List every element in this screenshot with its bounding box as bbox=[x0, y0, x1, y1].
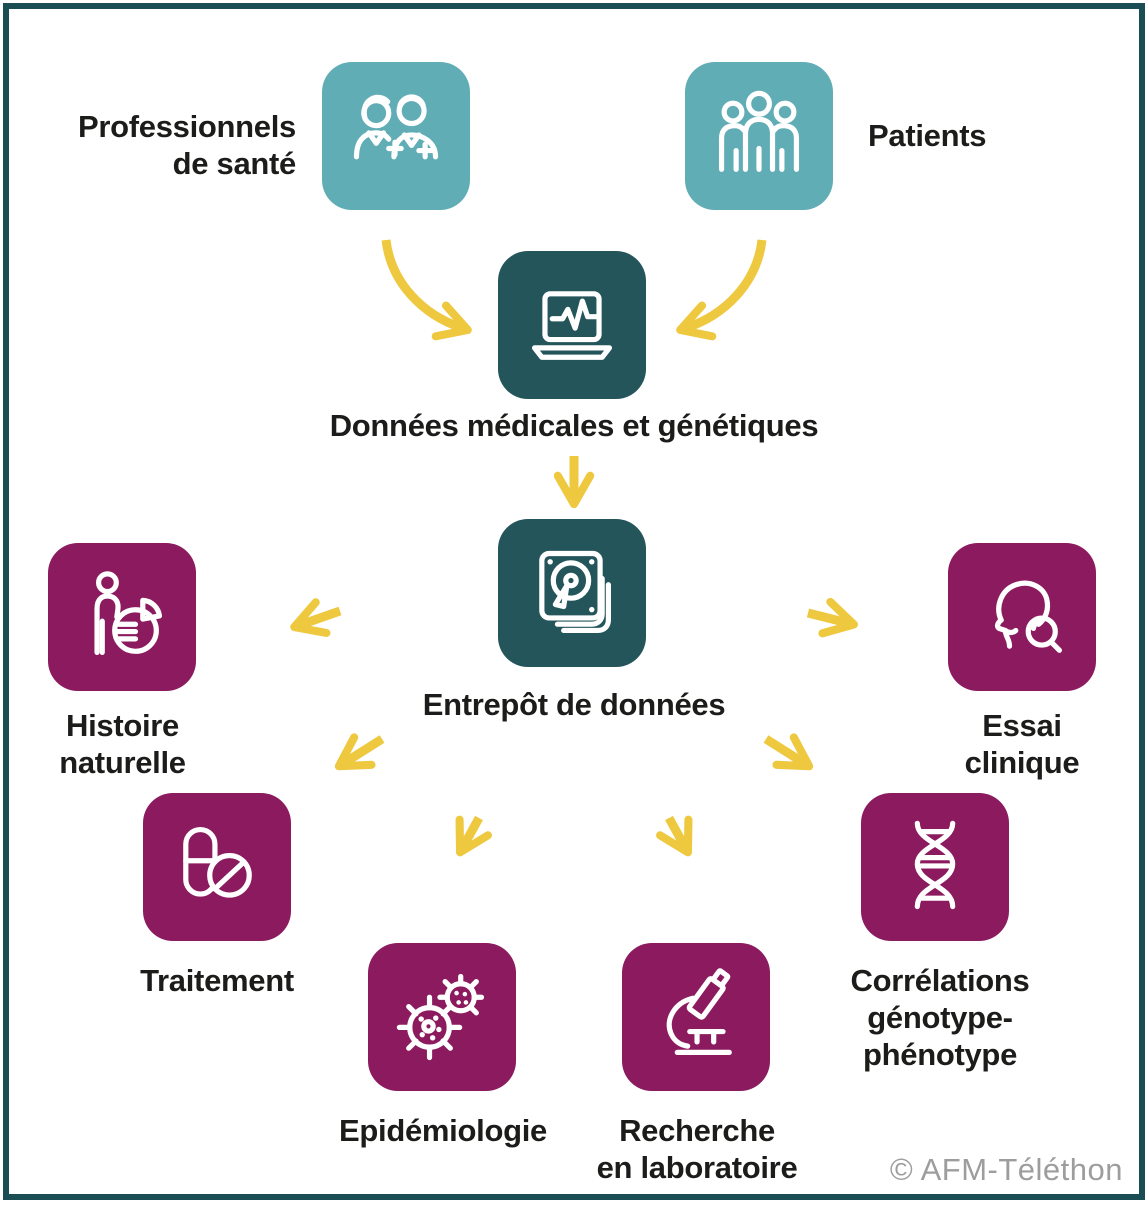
tile-histoire-naturelle bbox=[48, 543, 196, 691]
arrow-patients-to-data bbox=[676, 239, 767, 341]
dna-helix-icon bbox=[914, 820, 956, 910]
tile-traitement bbox=[143, 793, 291, 941]
label-line: clinique bbox=[964, 745, 1080, 780]
patients-group-icon bbox=[718, 90, 800, 172]
label-line: Epidémiologie bbox=[339, 1113, 547, 1148]
arrow-warehouse-to-histoire bbox=[290, 598, 342, 637]
virus-icon bbox=[396, 973, 485, 1061]
microscope-icon bbox=[666, 968, 732, 1055]
label-line: Patients bbox=[868, 118, 987, 153]
label-essai-clinique: Essai clinique bbox=[847, 707, 1148, 781]
tile-donnees-medicales bbox=[498, 251, 646, 399]
label-line: Professionnels bbox=[77, 109, 296, 144]
arrow-professionnels-to-data bbox=[381, 239, 472, 341]
laptop-pulse-icon bbox=[531, 291, 613, 360]
tile-essai-clinique bbox=[948, 543, 1096, 691]
tile-epidemiologie bbox=[368, 943, 516, 1091]
arrow-warehouse-to-essai bbox=[806, 597, 858, 638]
arrow-warehouse-to-correlations bbox=[763, 733, 814, 771]
label-entrepot: Entrepôt de données bbox=[0, 686, 1148, 723]
label-line: Histoire bbox=[65, 708, 180, 743]
head-magnifier-icon bbox=[994, 580, 1063, 653]
copyright-credit: © AFM-Téléthon bbox=[889, 1152, 1123, 1187]
tile-entrepot bbox=[498, 519, 646, 667]
label-line: Recherche bbox=[619, 1113, 775, 1148]
label-correlations: Corrélations génotype- phénotype bbox=[765, 962, 1115, 1073]
tile-professionnels bbox=[322, 62, 470, 210]
label-line: Entrepôt de données bbox=[422, 687, 726, 722]
label-line: Corrélations bbox=[850, 963, 1030, 998]
arrow-warehouse-to-traitement bbox=[334, 733, 385, 771]
label-line: génotype- bbox=[867, 1000, 1013, 1035]
medical-team-icon bbox=[353, 94, 439, 160]
tile-recherche-laboratoire bbox=[622, 943, 770, 1091]
label-line: en laboratoire bbox=[596, 1150, 798, 1185]
label-line: naturelle bbox=[59, 745, 186, 780]
label-line: Données médicales et génétiques bbox=[329, 408, 819, 443]
label-recherche-laboratoire: Recherche en laboratoire bbox=[522, 1112, 872, 1186]
label-epidemiologie: Epidémiologie bbox=[268, 1112, 618, 1149]
tile-patients bbox=[685, 62, 833, 210]
hard-drive-stack-icon bbox=[539, 550, 611, 634]
label-line: Traitement bbox=[140, 963, 294, 998]
label-line: de santé bbox=[172, 146, 297, 181]
label-line: phénotype bbox=[862, 1037, 1018, 1072]
label-traitement: Traitement bbox=[42, 962, 392, 999]
arrow-warehouse-to-recherche bbox=[656, 815, 693, 857]
tile-correlations bbox=[861, 793, 1009, 941]
label-patients: Patients bbox=[868, 117, 1088, 154]
label-donnees-medicales: Données médicales et génétiques bbox=[0, 407, 1148, 444]
pill-capsule-icon bbox=[183, 826, 252, 898]
label-histoire-naturelle: Histoire naturelle bbox=[0, 707, 245, 781]
label-professionnels-de-sante: Professionnels de santé bbox=[28, 108, 296, 182]
person-pie-chart-icon bbox=[94, 571, 163, 655]
label-line: Essai bbox=[982, 708, 1062, 743]
arrow-warehouse-to-epidemiologie bbox=[455, 815, 492, 857]
